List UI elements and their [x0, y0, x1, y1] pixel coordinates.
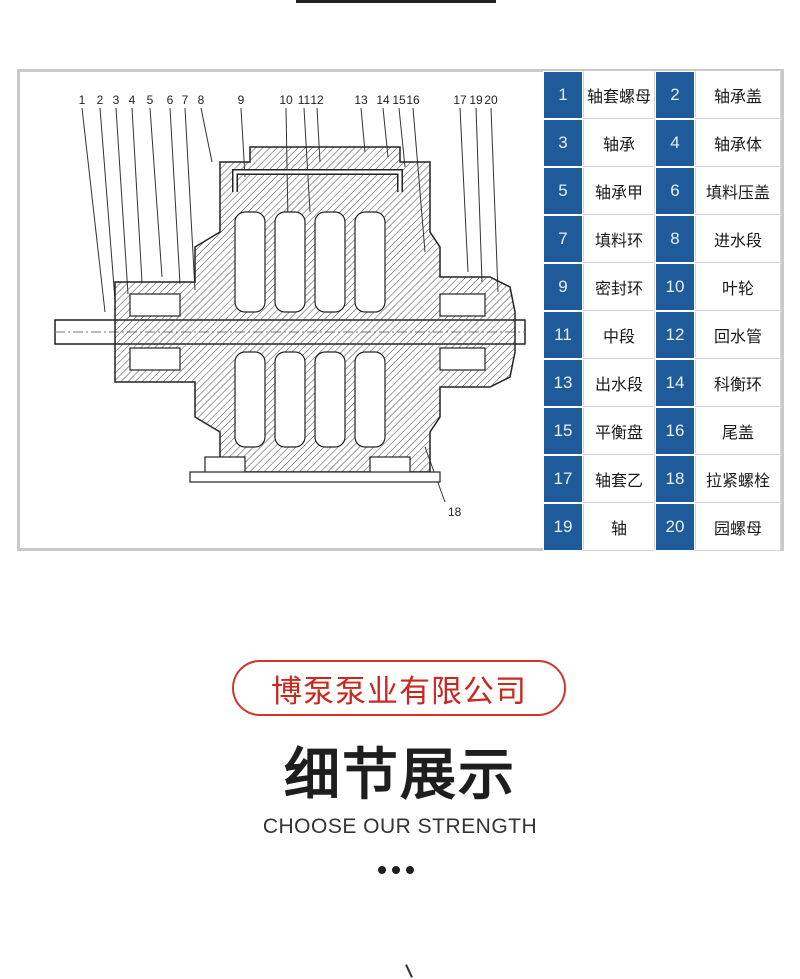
part-name: 轴承盖	[695, 71, 781, 119]
company-name-badge: 博泵泵业有限公司	[232, 660, 566, 716]
part-name: 科衡环	[695, 359, 781, 407]
part-number: 2	[655, 71, 695, 119]
section-title: 细节展示	[284, 743, 516, 808]
part-name: 轴承	[583, 119, 655, 167]
part-number: 7	[543, 215, 583, 263]
callout-label: 4	[129, 93, 136, 107]
callout-label: 7	[182, 93, 189, 107]
callout-label: 11	[298, 93, 311, 107]
part-name: 轴承甲	[583, 167, 655, 215]
callout-label: 6	[167, 93, 174, 107]
part-number: 11	[543, 311, 583, 359]
part-number: 10	[655, 263, 695, 311]
callout-label: 17	[453, 93, 467, 107]
callout-label: 3	[113, 93, 120, 107]
part-number: 8	[655, 215, 695, 263]
callout-label-bottom: 18	[448, 505, 462, 519]
part-number: 12	[655, 311, 695, 359]
part-number: 17	[543, 455, 583, 503]
ellipsis-dots	[378, 866, 414, 874]
callout-label: 5	[147, 93, 154, 107]
top-divider	[296, 0, 496, 3]
callout-label: 2	[97, 93, 104, 107]
callout-label: 10	[279, 93, 293, 107]
part-name: 拉紧螺栓	[695, 455, 781, 503]
part-number: 5	[543, 167, 583, 215]
part-name: 轴承体	[695, 119, 781, 167]
part-number: 3	[543, 119, 583, 167]
part-name: 轴套乙	[583, 455, 655, 503]
callout-label: 13	[354, 93, 368, 107]
bottom-tick-mark	[405, 964, 413, 978]
callout-label: 12	[310, 93, 324, 107]
part-name: 进水段	[695, 215, 781, 263]
dot	[392, 866, 400, 874]
part-number: 20	[655, 503, 695, 551]
dot	[406, 866, 414, 874]
part-name: 中段	[583, 311, 655, 359]
callout-label: 20	[484, 93, 498, 107]
part-name: 轴	[583, 503, 655, 551]
callout-label: 19	[469, 93, 483, 107]
part-name: 轴套螺母	[583, 71, 655, 119]
part-name: 填料环	[583, 215, 655, 263]
part-name: 填料压盖	[695, 167, 781, 215]
part-name: 园螺母	[695, 503, 781, 551]
part-number: 19	[543, 503, 583, 551]
callout-label: 14	[376, 93, 390, 107]
part-name: 尾盖	[695, 407, 781, 455]
dot	[378, 866, 386, 874]
callout-label: 9	[238, 93, 245, 107]
part-number: 16	[655, 407, 695, 455]
impeller-stages	[129, 211, 486, 448]
part-number: 9	[543, 263, 583, 311]
part-name: 出水段	[583, 359, 655, 407]
callout-label: 16	[406, 93, 420, 107]
section-subtitle: CHOOSE OUR STRENGTH	[262, 815, 538, 838]
part-name: 回水管	[695, 311, 781, 359]
part-name: 平衡盘	[583, 407, 655, 455]
part-number: 6	[655, 167, 695, 215]
part-number: 18	[655, 455, 695, 503]
pump-feet	[189, 456, 441, 483]
part-number: 14	[655, 359, 695, 407]
part-number: 15	[543, 407, 583, 455]
part-name: 密封环	[583, 263, 655, 311]
part-number: 1	[543, 71, 583, 119]
callout-label: 8	[198, 93, 205, 107]
part-name: 叶轮	[695, 263, 781, 311]
part-number: 4	[655, 119, 695, 167]
part-number: 13	[543, 359, 583, 407]
callout-label: 15	[392, 93, 406, 107]
callout-label: 1	[79, 93, 86, 107]
